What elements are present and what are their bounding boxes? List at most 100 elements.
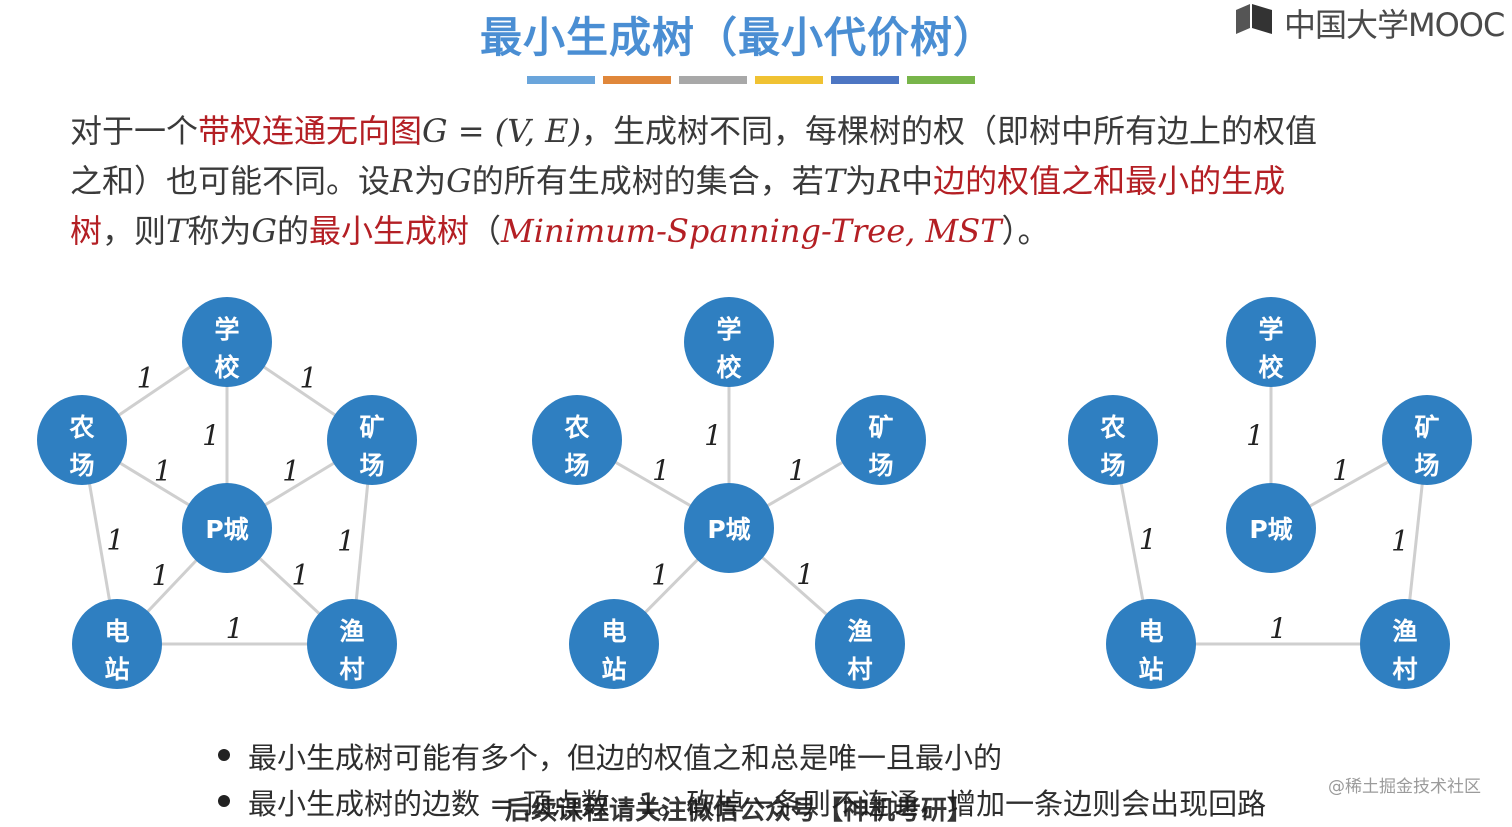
edge-weight-label: 1 xyxy=(300,362,318,395)
paragraph-segment: 为 xyxy=(845,162,878,200)
paragraph-segment: 中 xyxy=(901,162,934,200)
accent-bar xyxy=(603,76,671,84)
node-circle xyxy=(1068,395,1158,485)
node-label: 场 xyxy=(564,451,589,480)
paragraph-segment: 最小生成树 xyxy=(308,212,469,250)
paragraph-segment: 之和）也可能不同。设 xyxy=(70,162,391,200)
video-overlay-caption: 后续课程请关注微信公众号【神机考研】 xyxy=(505,796,974,826)
node-label: P城 xyxy=(1249,515,1292,544)
graph-node-fish: 渔村 xyxy=(815,599,905,689)
edge-weight-label: 1 xyxy=(796,558,814,591)
node-circle xyxy=(327,395,417,485)
graph-node-city: P城 xyxy=(182,483,272,573)
edge-weight-label: 1 xyxy=(1391,524,1409,557)
node-circle xyxy=(307,599,397,689)
edge-weight-label: 1 xyxy=(788,454,806,487)
graph-node-mine: 矿场 xyxy=(327,395,417,485)
edge-weight-label: 1 xyxy=(337,524,355,557)
definition-paragraph: 对于一个带权连通无向图G = (V, E)，生成树不同，每棵树的权（即树中所有边… xyxy=(70,106,1490,256)
paragraph-segment: R xyxy=(390,162,415,200)
node-label: 场 xyxy=(359,451,384,480)
node-label: 学 xyxy=(214,315,239,344)
accent-bar xyxy=(679,76,747,84)
node-label: 渔 xyxy=(1392,617,1417,646)
paragraph-segment: 为 xyxy=(414,162,447,200)
bullet-text: 最小生成树的边数 = 顶点数 - 1。砍掉一条则不连通，增加一条边则会出现回路 xyxy=(248,787,1267,821)
node-label: 矿 xyxy=(868,413,893,442)
graph-node-power: 电站 xyxy=(1106,599,1196,689)
paragraph-segment: T xyxy=(166,212,188,250)
node-circle xyxy=(1382,395,1472,485)
node-label: 电 xyxy=(104,617,129,646)
edge-weight-label: 1 xyxy=(226,612,244,645)
paragraph-segment: ，生成树不同，每棵树的权（即树中所有边上的权值 xyxy=(580,112,1317,150)
accent-bar xyxy=(755,76,823,84)
graph-node-fish: 渔村 xyxy=(307,599,397,689)
node-label: P城 xyxy=(707,515,750,544)
node-circle xyxy=(684,483,774,573)
graph-node-city: P城 xyxy=(684,483,774,573)
mooc-logo-text: 中国大学MOOC xyxy=(1284,6,1505,44)
paragraph-segment: Minimum-Spanning-Tree, MST xyxy=(501,212,1002,250)
edge-weight-label: 1 xyxy=(1332,454,1350,487)
watermark: @稀土掘金技术社区 xyxy=(1328,777,1481,797)
slide-title: 最小生成树（最小代价树） xyxy=(479,13,996,62)
graph-node-school: 学校 xyxy=(684,297,774,387)
bullet-dot xyxy=(218,749,230,761)
graph-node-mine: 矿场 xyxy=(836,395,926,485)
node-circle xyxy=(532,395,622,485)
node-label: 电 xyxy=(601,617,626,646)
node-label: 校 xyxy=(214,353,240,382)
node-label: 渔 xyxy=(339,617,364,646)
node-label: 场 xyxy=(69,451,94,480)
edge-weight-label: 1 xyxy=(282,454,300,487)
node-circle xyxy=(1106,599,1196,689)
node-circle xyxy=(836,395,926,485)
paragraph-segment: G xyxy=(251,212,277,250)
graph-node-city: P城 xyxy=(1226,483,1316,573)
paragraph-segment: 的所有生成树的集合，若 xyxy=(471,162,824,200)
edge-weight-label: 1 xyxy=(652,454,670,487)
paragraph-segment: R xyxy=(877,162,902,200)
node-circle xyxy=(815,599,905,689)
accent-bar xyxy=(831,76,899,84)
edge-weight-label: 1 xyxy=(1269,612,1287,645)
graph-node-farm: 农场 xyxy=(37,395,127,485)
node-circle xyxy=(182,297,272,387)
node-label: 农 xyxy=(68,413,94,442)
paragraph-segment: 边的权值之和最小的生成 xyxy=(933,162,1286,200)
edge-weight-label: 1 xyxy=(151,559,169,592)
node-circle xyxy=(37,395,127,485)
node-circle xyxy=(182,483,272,573)
node-circle xyxy=(1226,483,1316,573)
graph-node-mine: 矿场 xyxy=(1382,395,1472,485)
edge-weight-label: 1 xyxy=(704,419,722,452)
node-label: 渔 xyxy=(847,617,872,646)
edge-weight-label: 1 xyxy=(291,558,309,591)
node-circle xyxy=(569,599,659,689)
paragraph-line-3: 树，则T称为G的最小生成树（Minimum-Spanning-Tree, MST… xyxy=(70,206,1490,256)
bullet-dot xyxy=(218,795,230,807)
paragraph-segment: 的 xyxy=(276,212,309,250)
graph-node-farm: 农场 xyxy=(532,395,622,485)
node-label: 站 xyxy=(1138,655,1163,684)
node-label: 矿 xyxy=(359,413,384,442)
node-label: 站 xyxy=(104,655,129,684)
node-label: 校 xyxy=(1258,353,1284,382)
node-label: 村 xyxy=(847,655,872,684)
paragraph-segment: 带权连通无向图 xyxy=(198,112,423,150)
edge-weight-label: 1 xyxy=(202,419,220,452)
graph-node-power: 电站 xyxy=(569,599,659,689)
edge-weight-label: 1 xyxy=(106,523,124,556)
node-label: 学 xyxy=(716,315,741,344)
node-circle xyxy=(1360,599,1450,689)
graph-node-power: 电站 xyxy=(72,599,162,689)
paragraph-segment: 对于一个 xyxy=(70,112,199,150)
node-label: 矿 xyxy=(1414,413,1439,442)
node-label: 村 xyxy=(1392,655,1417,684)
paragraph-segment: T xyxy=(823,162,846,200)
node-label: 农 xyxy=(563,413,589,442)
paragraph-segment: ，则 xyxy=(102,212,167,250)
